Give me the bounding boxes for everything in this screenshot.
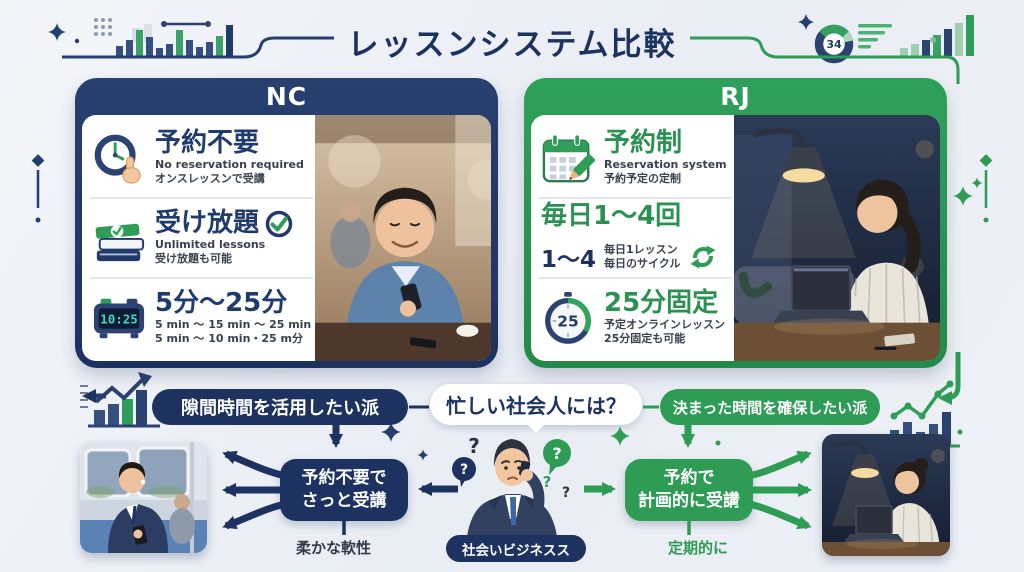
card-rj: RJ bbox=[524, 78, 947, 368]
growth-chart-icon-left bbox=[80, 372, 160, 428]
feature-subtitle: 毎日1レッスン bbox=[604, 243, 678, 256]
feature-subtitle: No reservation required bbox=[155, 158, 304, 171]
flow-box-no-reservation: 予約不要で さっと受講 bbox=[280, 459, 408, 521]
range-value: 1〜4 bbox=[541, 247, 597, 274]
question-mark: ? bbox=[552, 444, 561, 463]
card-nc-header: NC bbox=[265, 82, 308, 111]
tag-fixed-time: 決まった時間を確保したい派 bbox=[660, 389, 880, 425]
feature-title: 毎日1〜4回 bbox=[541, 200, 682, 231]
timer-value: 25 bbox=[557, 313, 578, 331]
cycle-icon bbox=[690, 245, 716, 269]
question-mark: ? bbox=[460, 462, 468, 478]
caption-flexibility: 柔かな軟性 bbox=[296, 539, 372, 557]
feature-subtitle: Reservation system bbox=[604, 158, 727, 171]
feature-subtitle: オンスレッスンで受講 bbox=[155, 172, 265, 186]
confused-businessman-illustration: ? ? ? ? ? bbox=[452, 434, 571, 543]
question-mark: ? bbox=[543, 473, 552, 491]
feature-duration: 10:25 5分〜25分 5 min 〜 15 min 〜 25 min 5 m… bbox=[90, 277, 314, 357]
digital-clock-icon: 10:25 bbox=[93, 298, 145, 339]
flow-box-planned: 予約で 計画的に受講 bbox=[625, 459, 753, 521]
caption-business-person: 社会いビジネスス bbox=[446, 535, 586, 562]
question-bubble: 忙しい社会人には？ bbox=[430, 384, 642, 433]
feature-no-reservation: 予約不要 No reservation required オンスレッスンで受講 bbox=[90, 119, 313, 197]
feature-daily-cycle: 毎日1〜4回 1〜4 毎日1レッスン 毎日のサイクル bbox=[539, 197, 732, 277]
card-rj-features: 予約制 Reservation system 予約予定の定制 毎日1〜4回 1〜… bbox=[531, 115, 734, 361]
feature-subtitle: 予定オンラインレッスン bbox=[604, 318, 725, 331]
feature-title: 受け放題 bbox=[155, 208, 260, 239]
checkmark-icon bbox=[265, 210, 293, 237]
feature-subtitle: 25分固定も可能 bbox=[604, 332, 686, 346]
card-rj-body: 予約制 Reservation system 予約予定の定制 毎日1〜4回 1〜… bbox=[531, 115, 940, 361]
feature-subtitle: 5 min 〜 10 min・25 m分 bbox=[155, 332, 304, 346]
photo-cafe-man bbox=[315, 115, 491, 361]
feature-title: 5分〜25分 bbox=[155, 288, 288, 319]
clock-hand-icon bbox=[94, 134, 141, 184]
flow-box-line: さっと受講 bbox=[301, 491, 387, 511]
feature-subtitle: 予約予定の定制 bbox=[604, 172, 681, 186]
books-stack-icon bbox=[95, 223, 145, 262]
question-mark: ? bbox=[562, 485, 570, 501]
question-mark: ? bbox=[468, 434, 480, 458]
page-title: レッスンシステム比較 bbox=[347, 27, 677, 63]
caption-regular: 定期的に bbox=[668, 539, 729, 557]
timer-25-icon: 25 bbox=[545, 291, 591, 344]
flow-box-line: 予約不要で bbox=[301, 468, 387, 489]
calendar-pencil-icon bbox=[542, 134, 595, 183]
feature-title: 予約不要 bbox=[155, 128, 260, 159]
feature-reservation: 予約制 Reservation system 予約予定の定制 bbox=[539, 119, 732, 197]
feature-title: 25分固定 bbox=[604, 288, 719, 319]
photo-train-man bbox=[80, 442, 207, 553]
feature-subtitle: 受け放題も可能 bbox=[155, 252, 232, 266]
feature-subtitle: 5 min 〜 15 min 〜 25 min bbox=[155, 318, 312, 331]
card-nc: NC 予約不要 No re bbox=[75, 78, 498, 368]
card-nc-body: 予約不要 No reservation required オンスレッスンで受講 bbox=[82, 115, 491, 361]
flow-box-line: 計画的に受講 bbox=[638, 491, 740, 511]
digital-clock-display: 10:25 bbox=[100, 311, 138, 326]
card-nc-features: 予約不要 No reservation required オンスレッスンで受講 bbox=[82, 115, 315, 361]
photo-night-desk-woman bbox=[734, 115, 940, 361]
feature-unlimited: 受け放題 Unlimited lessons 受け放題も可能 bbox=[90, 197, 314, 277]
pointer-hand-icon bbox=[122, 156, 141, 184]
tag-gap-time: 隙間時間を活用したい派 bbox=[152, 389, 408, 425]
feature-fixed-25: 25 25分固定 予定オンラインレッスン 25分固定も可能 bbox=[539, 277, 732, 357]
feature-title: 予約制 bbox=[604, 128, 683, 159]
feature-subtitle: 毎日のサイクル bbox=[604, 257, 681, 271]
flow-box-line: 予約で bbox=[663, 468, 715, 489]
card-rj-header: RJ bbox=[720, 82, 751, 111]
photo-night-desk-woman-small bbox=[822, 434, 950, 556]
feature-subtitle: Unlimited lessons bbox=[155, 238, 266, 251]
